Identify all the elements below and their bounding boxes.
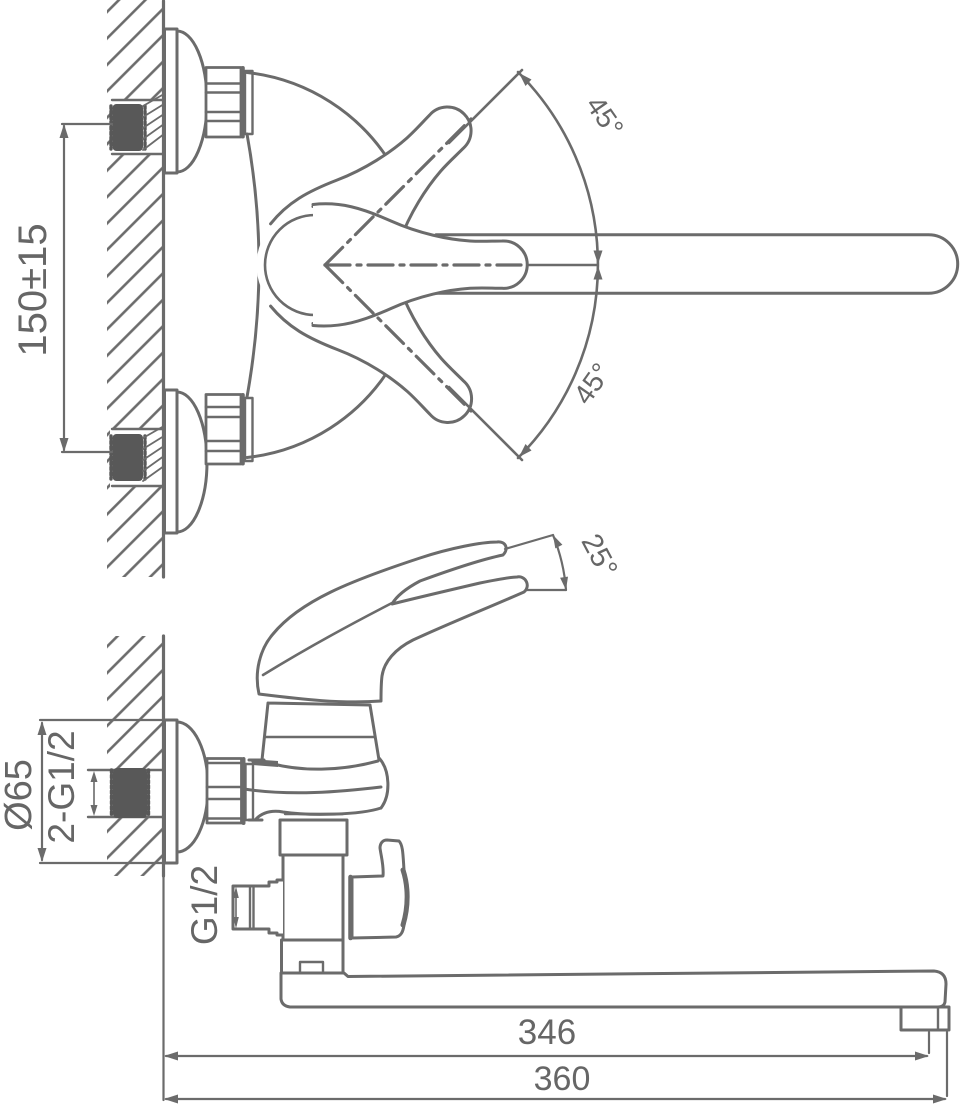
svg-text:Ø65: Ø65	[0, 759, 40, 831]
svg-text:45°: 45°	[580, 90, 630, 142]
svg-text:2-G1/2: 2-G1/2	[41, 730, 82, 843]
svg-text:360: 360	[534, 1060, 591, 1098]
svg-text:150±15: 150±15	[11, 223, 55, 356]
svg-text:45°: 45°	[567, 357, 617, 409]
svg-text:G1/2: G1/2	[184, 865, 225, 945]
svg-text:346: 346	[518, 1013, 576, 1052]
svg-text:25°: 25°	[575, 529, 624, 583]
